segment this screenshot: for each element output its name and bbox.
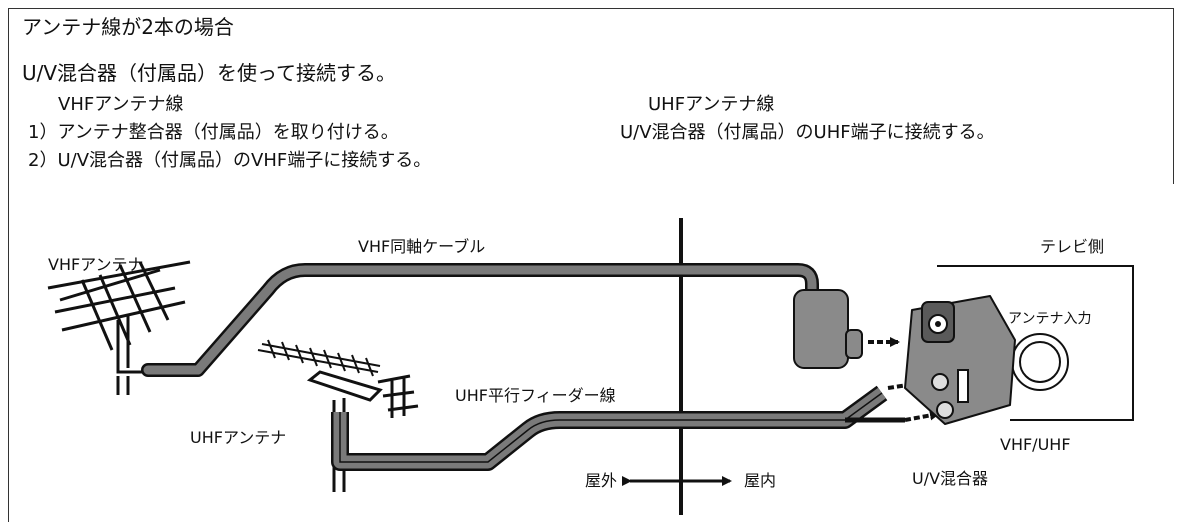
vhf-heading: VHFアンテナ線 [58,94,184,115]
vhf-antenna-label: VHFアンテナ [48,255,144,274]
page-subtitle: U/V混合器（付属品）を使って接続する。 [22,61,397,85]
frame-border-top [8,8,1174,9]
antenna-matching-transformer-icon [793,289,863,369]
frame-border-left [8,8,9,522]
uhf-antenna-label: UHFアンテナ [190,428,286,447]
tv-side-label: テレビ側 [1040,237,1104,256]
uhf-heading: UHFアンテナ線 [648,94,775,115]
vhf-step-1: 1）アンテナ整合器（付属品）を取り付ける。 [28,122,399,143]
vhf-coax-cable [143,265,817,375]
uhf-feeder-center-split [339,392,883,463]
frame-border-right [1173,8,1174,184]
antenna-input-label: アンテナ入力 [1008,311,1091,327]
vhf-coax-label: VHF同軸ケーブル [358,237,485,256]
vhf-step-2: 2）U/V混合器（付属品）のVHF端子に接続する。 [28,150,432,171]
mixer-label: U/V混合器 [912,469,988,488]
uv-mixer-icon [904,295,1069,425]
vhf-antenna-icon [47,260,191,395]
vhf-uhf-label: VHF/UHF [1000,435,1071,454]
uhf-step-1: U/V混合器（付属品）のUHF端子に接続する。 [620,122,995,143]
uhf-connect-arrow-lower [904,410,940,422]
uhf-feeder-label: UHF平行フィーダー線 [455,386,616,405]
outdoor-label: 屋外 [585,471,617,490]
indoor-label: 屋内 [744,471,776,490]
tv-side-bracket [937,265,1134,421]
page-title: アンテナ線が2本の場合 [22,15,234,39]
